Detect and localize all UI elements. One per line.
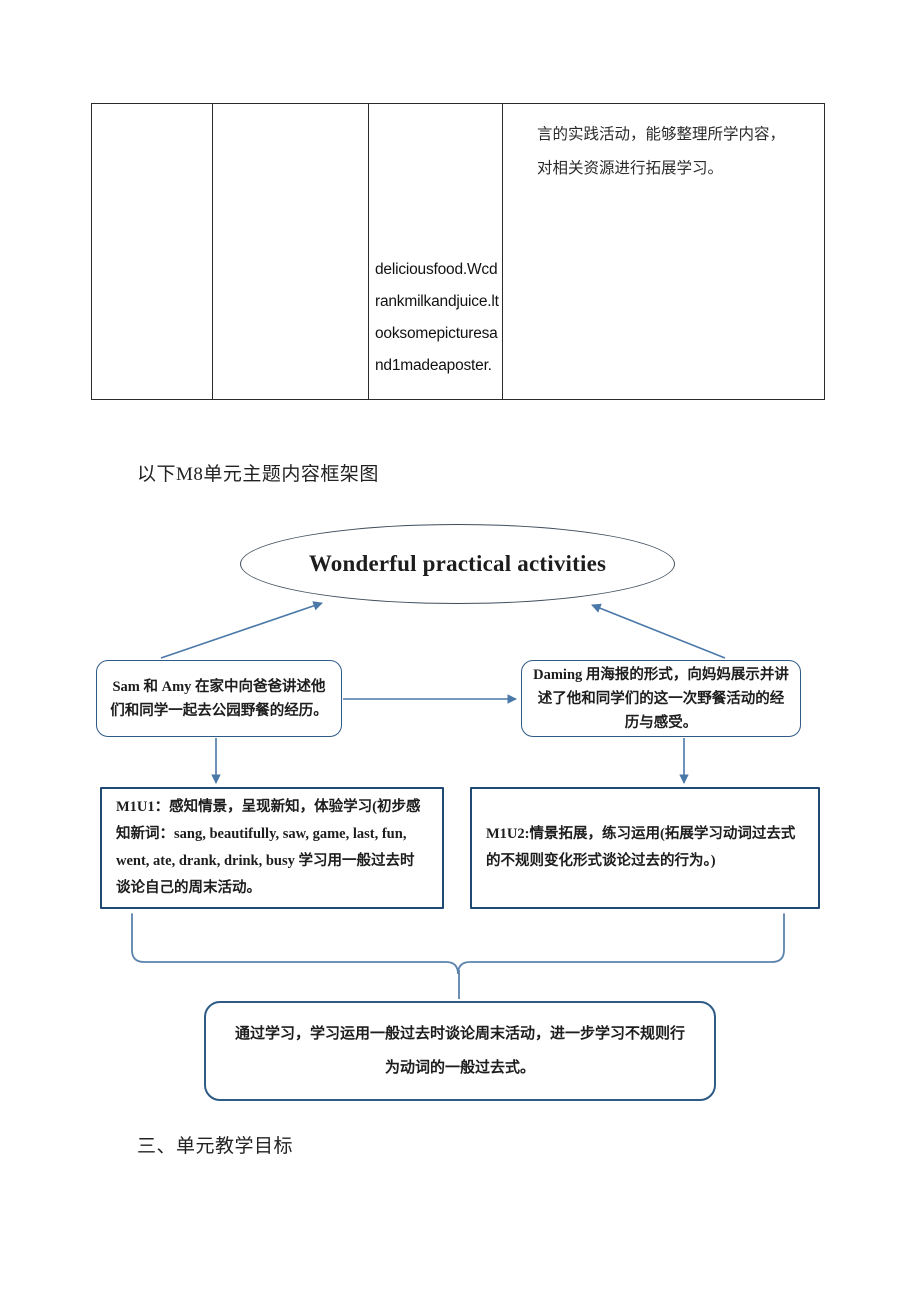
table-cell-col3: deliciousfood.Wcd rankmilkandjuice.lt oo… — [368, 103, 503, 400]
unit-framework-diagram: Wonderful practical activities Sam 和 Amy… — [0, 500, 920, 1120]
unit-m1u2-label: M1U2:情景拓展，练习运用(拓展学习动词过去式的不规则变化形式谈论过去的行为。… — [486, 826, 796, 869]
diagram-connectors — [131, 601, 785, 999]
topic-ellipse: Wonderful practical activities — [240, 524, 675, 604]
scenario-box-left: Sam 和 Amy 在家中向爸爸讲述他们和同学一起去公园野餐的经历。 — [96, 660, 342, 737]
scenario-box-right: Daming 用海报的形式，向妈妈展示并讲述了他和同学们的这一次野餐活动的经历与… — [521, 660, 801, 737]
table-text-line: rankmilkandjuice.lt — [375, 293, 499, 310]
unit-m1u1-label: M1U1：感知情景，呈现新知，体验学习(初步感知新词：sang, beautif… — [116, 799, 421, 896]
connector-units-to-goal-brace — [131, 913, 785, 975]
table-text-line: 对相关资源进行拓展学习。 — [537, 160, 724, 177]
table-text-line: 言的实践活动，能够整理所学内容， — [537, 126, 786, 143]
table-text-line: deliciousfood.Wcd — [375, 261, 498, 278]
table-text-line: ooksomepicturesa — [375, 325, 498, 342]
table-text-line: nd1madeaposter. — [375, 357, 492, 374]
connector-right-scenario-to-topic — [591, 603, 726, 659]
table-cell-col1 — [91, 103, 213, 400]
table-cell-col4: 言的实践活动，能够整理所学内容， 对相关资源进行拓展学习。 — [502, 103, 825, 400]
goal-box: 通过学习，学习运用一般过去时谈论周末活动，进一步学习不规则行为动词的一般过去式。 — [204, 1001, 716, 1101]
unit-box-m1u1: M1U1：感知情景，呈现新知，体验学习(初步感知新词：sang, beautif… — [100, 787, 444, 909]
table-cell-col2 — [212, 103, 369, 400]
scenario-right-label: Daming 用海报的形式，向妈妈展示并讲述了他和同学们的这一次野餐活动的经历与… — [533, 666, 789, 731]
table-row: deliciousfood.Wcd rankmilkandjuice.lt oo… — [91, 103, 825, 400]
objectives-caption: 三、单元教学目标 — [137, 1136, 294, 1157]
content-table: deliciousfood.Wcd rankmilkandjuice.lt oo… — [91, 103, 825, 400]
scenario-left-label: Sam 和 Amy 在家中向爸爸讲述他们和同学一起去公园野餐的经历。 — [110, 678, 328, 719]
topic-label: Wonderful practical activities — [308, 551, 607, 576]
framework-caption: 以下M8单元主题内容框架图 — [137, 464, 379, 485]
connector-left-scenario-to-topic — [160, 601, 323, 659]
unit-box-m1u2: M1U2:情景拓展，练习运用(拓展学习动词过去式的不规则变化形式谈论过去的行为。… — [470, 787, 820, 909]
goal-label: 通过学习，学习运用一般过去时谈论周末活动，进一步学习不规则行为动词的一般过去式。 — [234, 1026, 685, 1076]
